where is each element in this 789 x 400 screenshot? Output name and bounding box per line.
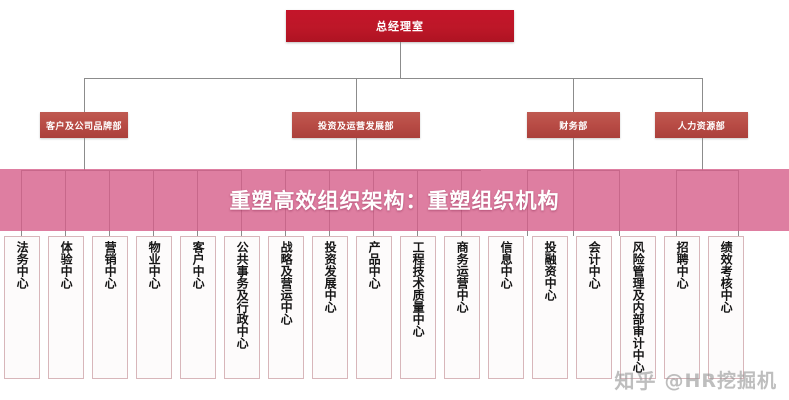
org-node-label: 财务部 <box>559 121 588 132</box>
title-banner-overlay: 重塑高效组织架构：重塑组织机构 <box>0 169 789 231</box>
org-node-level3-investment-financing-center[interactable]: 投融资中心 <box>532 236 568 379</box>
connector-stem-group3 <box>573 138 574 170</box>
org-node-level3-strategy-operations-center[interactable]: 战略及营运中心 <box>268 236 304 379</box>
org-node-label: 产品中心 <box>367 241 382 289</box>
org-node-level3-performance-appraisal-center[interactable]: 绩效考核中心 <box>708 236 744 379</box>
org-node-label: 招聘中心 <box>675 241 690 289</box>
org-node-label: 商务运营中心 <box>455 241 470 313</box>
watermark-handle: @HR挖掘机 <box>664 370 777 392</box>
connector-trunk-vertical <box>400 42 401 78</box>
connector-drop-level2-1 <box>84 78 85 112</box>
org-node-label: 公共事务及行政中心 <box>235 241 250 349</box>
org-node-label: 风险管理及内部审计中心 <box>631 241 646 373</box>
org-node-level3-customer-center[interactable]: 客户中心 <box>180 236 216 379</box>
org-node-level3-risk-internal-audit-center[interactable]: 风险管理及内部审计中心 <box>620 236 656 379</box>
org-node-level1-general-manager-office[interactable]: 总经理室 <box>286 10 514 42</box>
org-node-level3-marketing-center[interactable]: 营销中心 <box>92 236 128 379</box>
org-node-level2-investment-operations-dept[interactable]: 投资及运营发展部 <box>292 112 420 138</box>
org-node-label: 法务中心 <box>15 241 30 289</box>
connector-drop-level2-4 <box>702 78 703 112</box>
connector-drop-level2-3 <box>573 78 574 112</box>
org-node-level3-business-operations-center[interactable]: 商务运营中心 <box>444 236 480 379</box>
org-node-level3-engineering-quality-center[interactable]: 工程技术质量中心 <box>400 236 436 379</box>
org-node-label: 战略及营运中心 <box>279 241 294 325</box>
org-node-level2-finance-dept[interactable]: 财务部 <box>527 112 620 138</box>
watermark-site: 知乎 <box>614 369 657 393</box>
connector-drop-level2-2 <box>356 78 357 112</box>
org-node-level2-hr-dept[interactable]: 人力资源部 <box>655 112 748 138</box>
org-node-label: 体验中心 <box>59 241 74 289</box>
org-node-label: 营销中心 <box>103 241 118 289</box>
org-node-level3-experience-center[interactable]: 体验中心 <box>48 236 84 379</box>
org-node-label: 投资发展中心 <box>323 241 338 313</box>
connector-level2-distributor <box>84 78 702 79</box>
banner-title: 重塑高效组织架构：重塑组织机构 <box>229 189 560 213</box>
org-node-label: 人力资源部 <box>677 121 726 132</box>
org-node-level3-public-affairs-admin-center[interactable]: 公共事务及行政中心 <box>224 236 260 379</box>
org-node-level3-property-center[interactable]: 物业中心 <box>136 236 172 379</box>
org-node-level3-information-center[interactable]: 信息中心 <box>488 236 524 379</box>
org-node-label: 投资及运营发展部 <box>317 121 394 132</box>
org-node-label: 会计中心 <box>587 241 602 289</box>
org-node-label: 客户中心 <box>191 241 206 289</box>
org-node-level3-legal-center[interactable]: 法务中心 <box>4 236 40 379</box>
org-node-label: 投融资中心 <box>543 241 558 301</box>
org-node-label: 客户及公司品牌部 <box>45 121 122 132</box>
org-node-level2-customer-brand-dept[interactable]: 客户及公司品牌部 <box>40 112 128 138</box>
org-node-level3-recruitment-center[interactable]: 招聘中心 <box>664 236 700 379</box>
org-node-level3-product-center[interactable]: 产品中心 <box>356 236 392 379</box>
org-node-label: 总经理室 <box>376 20 424 33</box>
org-node-label: 绩效考核中心 <box>719 241 734 313</box>
org-node-label: 信息中心 <box>499 241 514 289</box>
connector-stem-group2 <box>356 138 357 170</box>
connector-stem-group1 <box>84 138 85 170</box>
connector-stem-group4 <box>702 138 703 170</box>
org-node-label: 工程技术质量中心 <box>411 241 426 337</box>
watermark: 知乎 @HR挖掘机 <box>614 365 777 394</box>
org-node-level3-investment-development-center[interactable]: 投资发展中心 <box>312 236 348 379</box>
org-node-level3-accounting-center[interactable]: 会计中心 <box>576 236 612 379</box>
org-node-label: 物业中心 <box>147 241 162 289</box>
